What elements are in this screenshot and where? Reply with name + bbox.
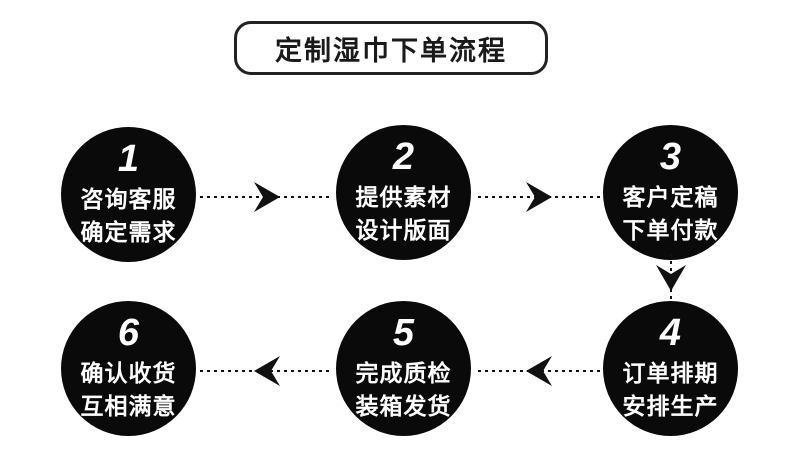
step-number-2: 2 — [392, 136, 415, 178]
step-1-label-line1: 咨询客服 — [80, 186, 177, 212]
arrowhead-right-icon — [253, 182, 280, 212]
step-6-label-line2: 互相满意 — [80, 393, 177, 419]
step-number-6: 6 — [117, 312, 140, 354]
flow-arrow-1-2 — [200, 182, 333, 212]
step-4-label-line2: 安排生产 — [622, 393, 719, 419]
step-circle-3: 3 客户定稿 下单付款 — [603, 125, 738, 260]
diagram-title: 定制湿巾下单流程 — [275, 35, 507, 66]
arrowhead-left-icon — [526, 356, 552, 386]
arrowhead-left-icon — [253, 356, 280, 386]
step-1-label-line2: 确定需求 — [80, 219, 177, 245]
flow-arrow-5-6 — [200, 356, 333, 386]
step-4-label-line1: 订单排期 — [622, 360, 719, 386]
step-circle-4: 4 订单排期 安排生产 — [603, 301, 738, 436]
step-number-3: 3 — [659, 136, 682, 178]
step-circle-5: 5 完成质检 装箱发货 — [336, 301, 471, 436]
flow-arrow-2-3 — [478, 182, 600, 212]
step-number-1: 1 — [117, 138, 140, 180]
step-number-5: 5 — [392, 312, 415, 354]
step-circle-6: 6 确认收货 互相满意 — [61, 301, 196, 436]
step-circle-2: 2 提供素材 设计版面 — [336, 125, 471, 260]
step-6-label-line1: 确认收货 — [80, 360, 177, 386]
step-5-label-line2: 装箱发货 — [355, 393, 452, 419]
step-number-4: 4 — [659, 312, 682, 354]
step-2-label-line2: 设计版面 — [355, 217, 452, 243]
arrowhead-down-icon — [656, 265, 686, 291]
step-3-label-line2: 下单付款 — [622, 217, 719, 243]
diagram-title-box: 定制湿巾下单流程 — [234, 21, 548, 75]
step-5-label-line1: 完成质检 — [355, 360, 452, 386]
flow-arrow-4-5 — [478, 356, 600, 386]
step-circle-1: 1 咨询客服 确定需求 — [61, 127, 196, 262]
flow-arrow-3-4 — [656, 254, 686, 302]
step-2-label-line1: 提供素材 — [355, 184, 452, 210]
arrowhead-right-icon — [526, 182, 552, 212]
step-3-label-line1: 客户定稿 — [622, 184, 719, 210]
